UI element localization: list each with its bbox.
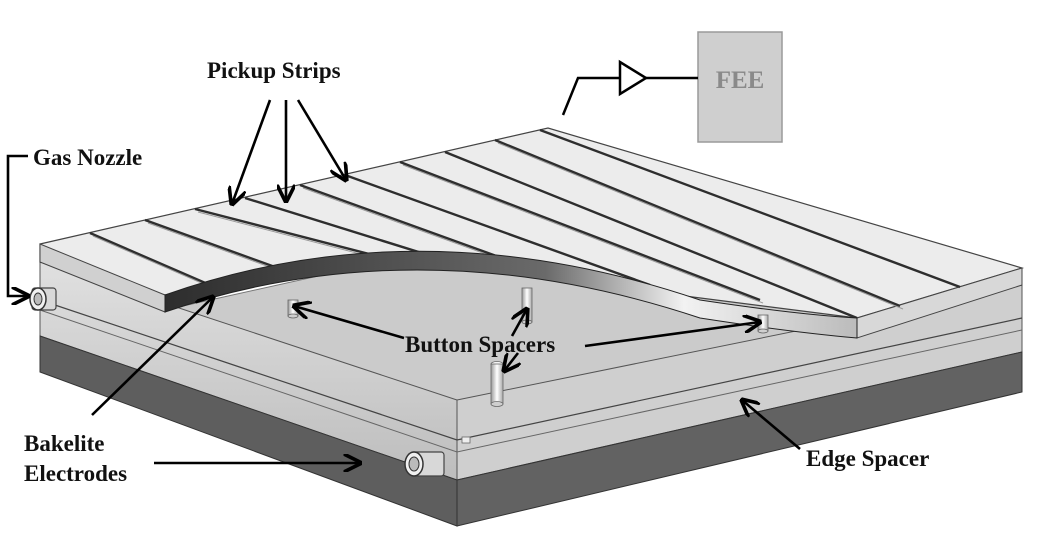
gas-nozzle-left [29,287,57,311]
button-spacer-2 [521,287,533,325]
button-spacer-4 [490,361,504,407]
fee-label: FEE [716,67,765,94]
plate-curl-edge [164,250,858,339]
annotation-arrows [6,99,801,463]
button-spacer-1 [287,299,299,319]
amplifier-icon [618,59,649,97]
label-button-spacers: Button Spacers [405,332,555,357]
button-spacer-3 [757,314,769,334]
label-edge-spacer: Edge Spacer [806,446,929,471]
fee-box [697,31,783,143]
label-pickup-strips: Pickup Strips [207,58,341,83]
signal-wire [561,76,620,116]
right-side-dark [456,351,1023,527]
strip-grooves [89,128,961,320]
gas-nozzle-front [404,451,445,477]
fee-module: FEE [561,31,783,143]
label-bakelite-line2: Electrodes [24,461,127,486]
label-bakelite-line1: Bakelite [24,431,105,456]
label-gas-nozzle: Gas Nozzle [33,145,142,170]
bottom-slab [39,224,1023,527]
labels: Pickup Strips Gas Nozzle Button Spacers … [24,58,929,486]
pickup-plate [39,127,1025,339]
corner-spacer [461,436,471,444]
